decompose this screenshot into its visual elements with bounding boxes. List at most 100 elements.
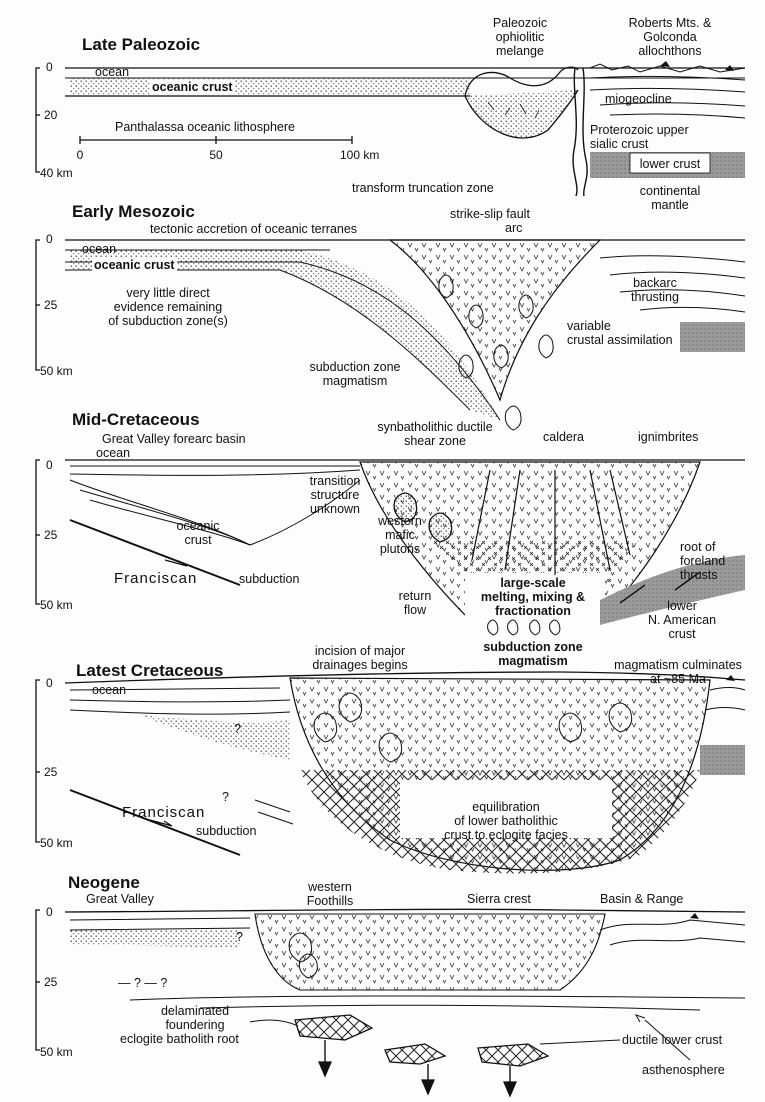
label-q2-lc: ?	[222, 790, 229, 804]
neogene-section	[36, 909, 745, 1096]
tick-mc-50: 50 km	[40, 598, 73, 612]
tick-mc-0: 0	[46, 458, 53, 472]
label-caldera: caldera	[543, 430, 584, 444]
label-delam-3: eclogite batholith root	[120, 1032, 239, 1046]
title-early-mesozoic: Early Mesozoic	[72, 203, 195, 221]
label-ignimbrites: ignimbrites	[638, 430, 698, 444]
label-astheno: asthenosphere	[642, 1063, 725, 1077]
label-foothills-1: western	[290, 880, 370, 894]
label-delam-2: foundering	[130, 1018, 260, 1032]
scale-50: 50	[206, 148, 226, 162]
tick-ng-0: 0	[46, 905, 53, 919]
label-culminates-2: at ~85 Ma	[598, 672, 758, 686]
label-ductile: ductile lower crust	[622, 1033, 722, 1047]
label-backarc-2: thrusting	[620, 290, 690, 304]
label-return-1: return	[385, 589, 445, 603]
label-mantle-1: continental	[610, 184, 730, 198]
tick-lc-0: 0	[46, 676, 53, 690]
tick-ng-25: 25	[44, 975, 57, 989]
label-ocean-em: ocean	[82, 242, 116, 256]
label-ocean: ocean	[95, 65, 129, 79]
label-q1-ng: ?	[236, 930, 243, 944]
tick-lp-0: 0	[46, 60, 53, 74]
label-ophiolitic-2: ophiolitic	[470, 30, 570, 44]
label-transform: transform truncation zone	[352, 181, 494, 195]
label-oceanic-1: oceanic	[158, 519, 238, 533]
label-synbatholithic-1: synbatholithic ductile	[350, 420, 520, 434]
label-basin: Basin & Range	[600, 892, 683, 906]
tick-lc-50: 50 km	[40, 836, 73, 850]
label-return-2: flow	[385, 603, 445, 617]
label-root-2: foreland	[680, 554, 725, 568]
label-transition-2: structure	[290, 488, 380, 502]
label-roberts-1: Roberts Mts. &	[600, 16, 740, 30]
label-variable-1: variable	[567, 319, 611, 333]
label-strike-slip: strike-slip fault	[420, 207, 560, 221]
label-ophiolitic-3: melange	[470, 44, 570, 58]
label-great-valley: Great Valley	[86, 892, 154, 906]
label-western-1: western	[365, 514, 435, 528]
label-ophiolitic-1: Paleozoic	[470, 16, 570, 30]
label-equil-2: of lower batholithic	[400, 814, 612, 828]
tick-mc-25: 25	[44, 528, 57, 542]
label-roberts-3: allochthons	[600, 44, 740, 58]
scale-0: 0	[74, 148, 86, 162]
label-oceanic-2: crust	[158, 533, 238, 547]
label-accretion: tectonic accretion of oceanic terranes	[150, 222, 357, 236]
label-lower-1: lower	[622, 599, 742, 613]
label-sierra: Sierra crest	[467, 892, 531, 906]
label-miogeocline: miogeocline	[605, 92, 672, 106]
label-equil-3: crust to eclogite facies	[400, 828, 612, 842]
label-foothills-2: Foothills	[290, 894, 370, 908]
label-western-3: plutons	[365, 542, 435, 556]
label-oceanic-crust-em: oceanic crust	[92, 258, 177, 272]
label-delam-1: delaminated	[130, 1004, 260, 1018]
label-variable-2: crustal assimilation	[567, 333, 673, 347]
label-backarc-1: backarc	[620, 276, 690, 290]
scale-100: 100 km	[340, 148, 379, 162]
label-melting-3: fractionation	[458, 604, 608, 618]
label-melting-2: melting, mixing &	[458, 590, 608, 604]
latest-cretaceous-section	[36, 672, 745, 874]
label-forearc: Great Valley forearc basin	[102, 432, 246, 446]
label-oceanic-crust: oceanic crust	[150, 80, 235, 94]
tick-em-0: 0	[46, 232, 53, 246]
label-magmatism-1: subduction zone	[290, 360, 420, 374]
label-evidence-2: evidence remaining	[88, 300, 248, 314]
label-franciscan-lc: Franciscan	[122, 806, 205, 820]
label-evidence-1: very little direct	[88, 286, 248, 300]
label-sz-1: subduction zone	[458, 640, 608, 654]
label-ocean-mc: ocean	[96, 446, 130, 460]
label-proterozoic-1: Proterozoic upper	[588, 123, 691, 137]
label-mantle-2: mantle	[610, 198, 730, 212]
label-panthalassa: Panthalassa oceanic lithosphere	[115, 120, 295, 134]
label-synbatholithic-2: shear zone	[350, 434, 520, 448]
label-root-3: thrusts	[680, 568, 718, 582]
label-western-2: mafic	[365, 528, 435, 542]
tick-ng-50: 50 km	[40, 1045, 73, 1059]
tick-lp-40: 40 km	[40, 166, 73, 180]
label-culminates-1: magmatism culminates	[598, 658, 758, 672]
label-root-1: root of	[680, 540, 715, 554]
label-melting-1: large-scale	[458, 576, 608, 590]
label-evidence-3: of subduction zone(s)	[88, 314, 248, 328]
title-mid-cretaceous: Mid-Cretaceous	[72, 411, 200, 429]
label-magmatism-2: magmatism	[290, 374, 420, 388]
label-proterozoic-2: sialic crust	[588, 137, 650, 151]
title-neogene: Neogene	[68, 874, 140, 892]
label-q1-lc: ?	[234, 722, 241, 736]
tick-em-50: 50 km	[40, 364, 73, 378]
label-lower-crust: lower crust	[630, 157, 710, 171]
label-equil-1: equilibration	[400, 800, 612, 814]
label-incision-1: incision of major	[280, 644, 440, 658]
label-roberts-2: Golconda	[600, 30, 740, 44]
label-subduction-mc: subduction	[239, 572, 299, 586]
label-q-row-ng: — ? — ?	[118, 976, 167, 990]
title-late-paleozoic: Late Paleozoic	[82, 36, 200, 54]
label-arc: arc	[505, 221, 522, 235]
label-incision-2: drainages begins	[280, 658, 440, 672]
label-lower-2: N. American	[622, 613, 742, 627]
tick-lp-20: 20	[44, 108, 57, 122]
label-lower-3: crust	[622, 627, 742, 641]
